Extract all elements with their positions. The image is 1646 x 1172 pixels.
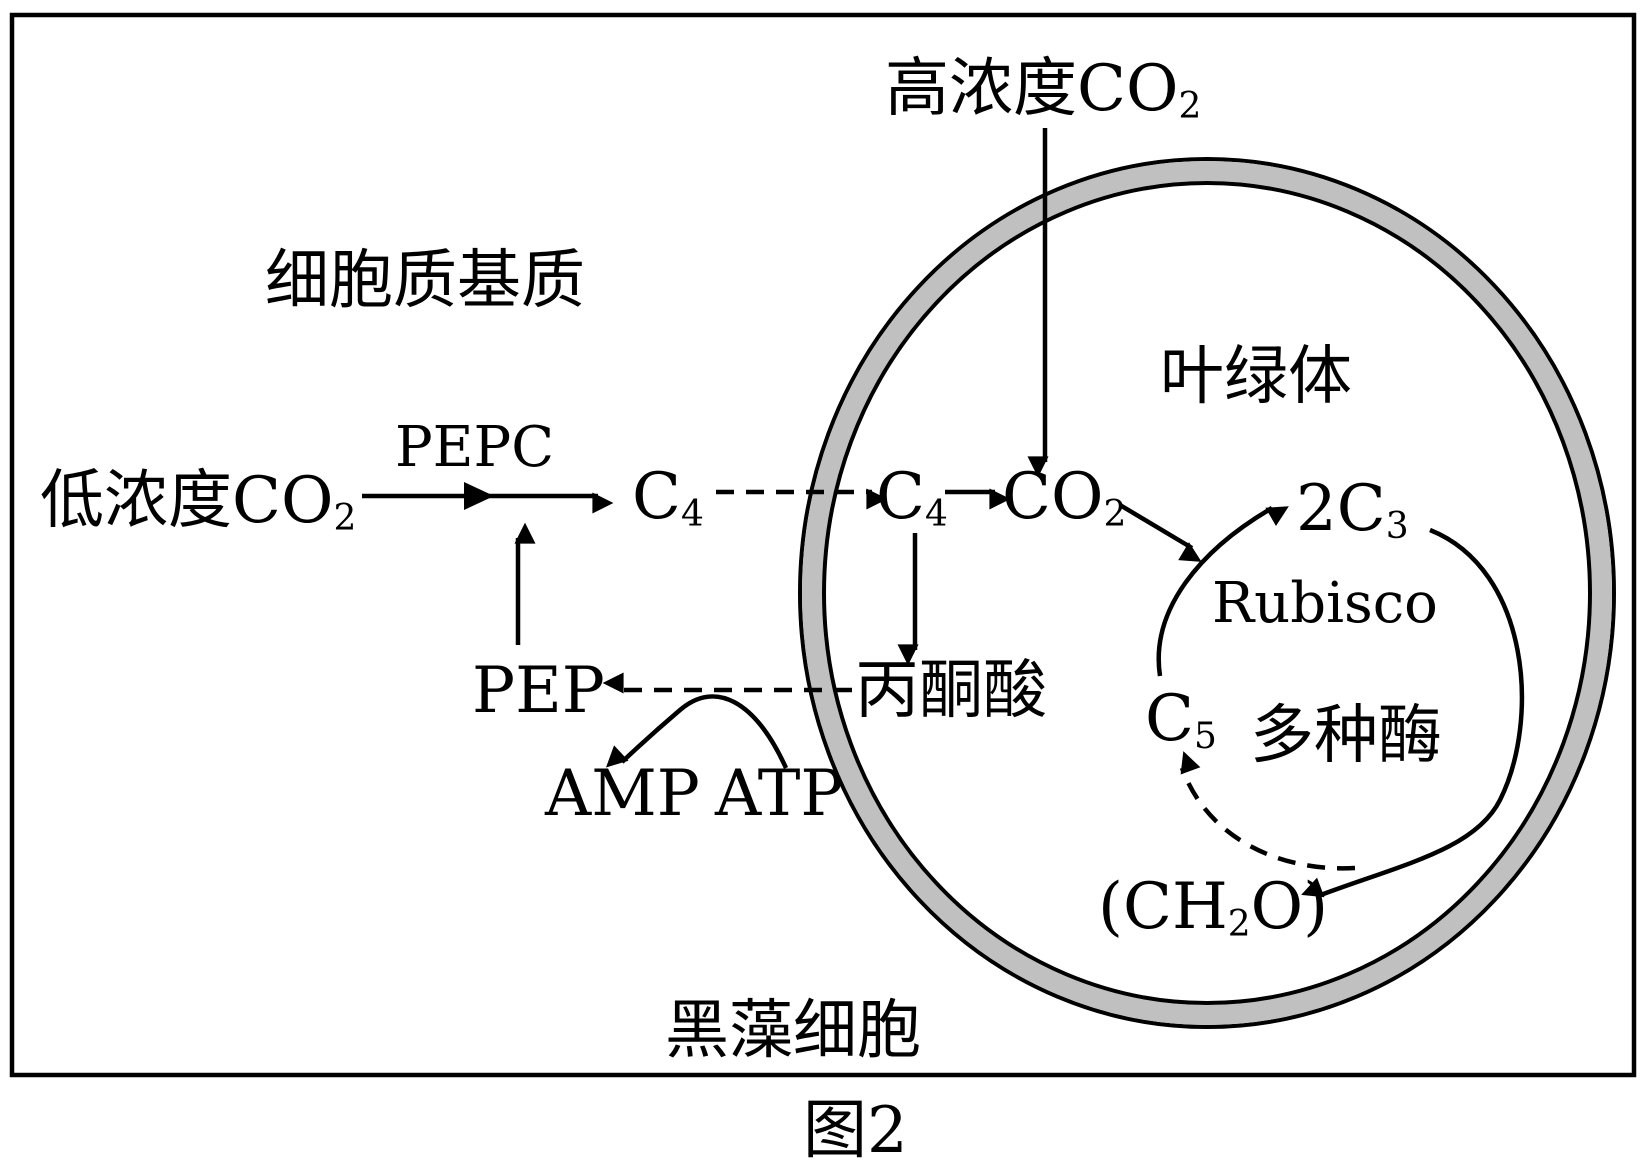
- atp-label: ATP: [714, 757, 843, 831]
- c4-chloroplast-base: C: [876, 460, 925, 534]
- arrow-low-co2-to-c4-midhead: [464, 482, 494, 510]
- chloroplast-membrane: [798, 157, 1616, 1029]
- arrow-c3-to-ch2o: [1301, 527, 1525, 899]
- cytoplasm-label: 细胞质基质: [265, 244, 585, 318]
- co2-chloroplast-subscript: 2: [1103, 494, 1126, 535]
- ch2o-close: O): [1251, 870, 1328, 944]
- c5-label: C5: [1145, 682, 1217, 757]
- pyruvate-label: 丙酮酸: [855, 654, 1047, 728]
- c5-subscript: 5: [1194, 716, 1217, 757]
- arrow-atp-to-amp: [605, 694, 789, 769]
- co2-chloroplast-label: CO2: [1002, 460, 1126, 535]
- low-co2-label: 低浓度CO2: [40, 464, 356, 539]
- amp-label: AMP: [544, 757, 700, 831]
- c4-chloroplast-label: C4: [876, 460, 948, 535]
- ch2o-subscript: 2: [1228, 904, 1251, 945]
- rubisco-enzyme-label: Rubisco: [1212, 571, 1438, 636]
- c4-cytoplasm-base: C: [632, 460, 681, 534]
- c3-subscript: 3: [1386, 506, 1409, 547]
- arrow-ch2o-to-c5: [1179, 751, 1356, 871]
- pepc-enzyme-label: PEPC: [395, 415, 554, 480]
- ch2o-open: (CH: [1098, 870, 1228, 944]
- cell-boundary: [9, 12, 1637, 1078]
- c4-cytoplasm-subscript: 4: [681, 494, 704, 535]
- arrow-c5-to-c3: [1156, 506, 1289, 677]
- multiple-enzymes-label: 多种酶: [1250, 699, 1442, 773]
- high-co2-subscript: 2: [1178, 86, 1201, 127]
- arrow-co2-to-cycle: [1118, 503, 1202, 562]
- c5-base: C: [1145, 682, 1194, 756]
- low-co2-subscript: 2: [333, 498, 356, 539]
- c3-base: 2C: [1296, 472, 1386, 546]
- c3-label: 2C3: [1296, 472, 1409, 547]
- ch2o-label: (CH2O): [1098, 870, 1328, 945]
- high-co2-label: 高浓度CO2: [885, 52, 1201, 127]
- pep-label: PEP: [472, 654, 605, 728]
- c4-cytoplasm-label: C4: [632, 460, 704, 535]
- cell-label: 黑藻细胞: [665, 994, 921, 1068]
- co2-chloroplast-text: CO: [1002, 460, 1103, 534]
- low-co2-text: 低浓度CO: [40, 464, 333, 538]
- chloroplast-label: 叶绿体: [1160, 340, 1352, 414]
- figure-caption: 图2: [803, 1094, 908, 1168]
- c4-chloroplast-subscript: 4: [925, 494, 948, 535]
- high-co2-text: 高浓度CO: [885, 52, 1178, 126]
